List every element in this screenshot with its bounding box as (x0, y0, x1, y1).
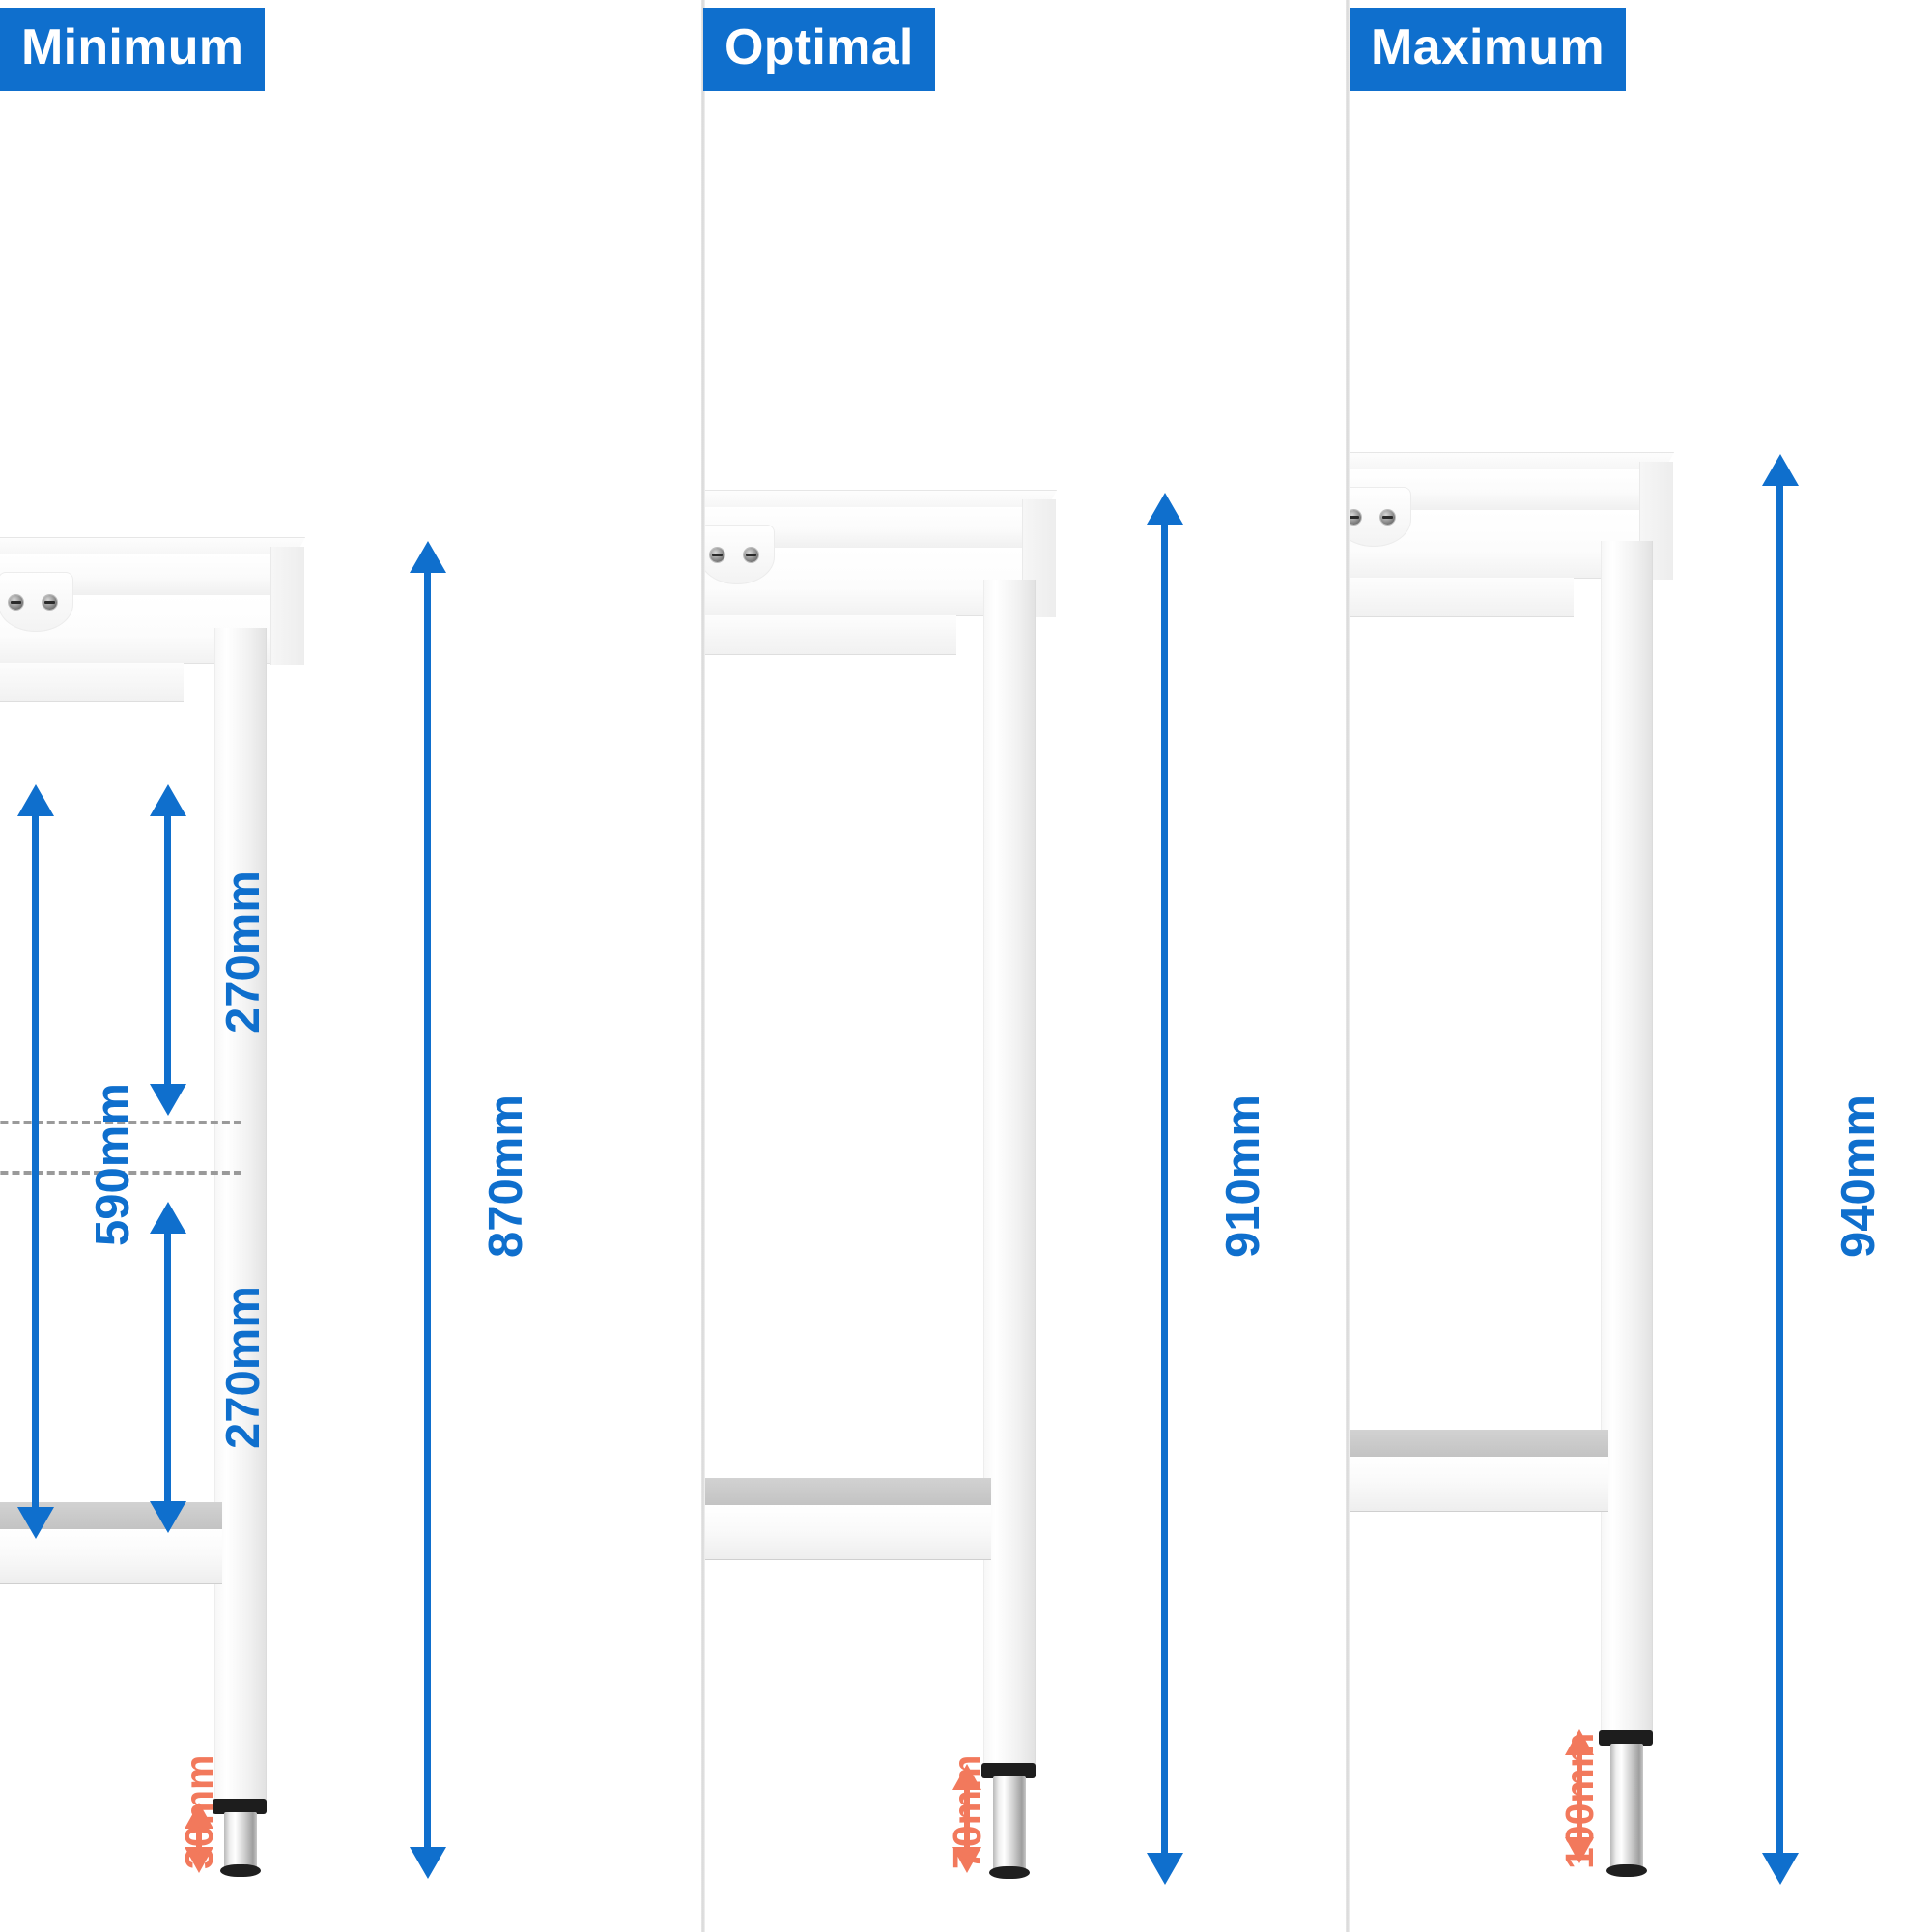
foot-base (220, 1864, 261, 1877)
panel-optimal: 910mm 70mm (703, 0, 1348, 1932)
screw-icon (43, 595, 57, 610)
dimension-label-270-lower: 270mm (217, 1286, 270, 1449)
apron-rail (703, 615, 956, 655)
leg-cap (1599, 1730, 1653, 1746)
lower-rail-top (703, 1478, 991, 1505)
dimension-label-870: 870mm (480, 1094, 532, 1258)
foot-base (989, 1866, 1030, 1879)
adjustable-foot (993, 1776, 1026, 1875)
dimension-label-270-upper: 270mm (217, 870, 270, 1034)
dashed-break-line (0, 1171, 242, 1175)
dimension-label-910: 910mm (1217, 1094, 1269, 1258)
apron-rail (0, 663, 184, 702)
apron-rail (1348, 578, 1574, 617)
dimension-label-940: 940mm (1833, 1094, 1885, 1258)
panel-maximum: 940mm 100mm (1348, 0, 1932, 1932)
corner-bracket (703, 525, 775, 584)
corner-bracket (1348, 487, 1411, 547)
adjustable-foot (224, 1812, 257, 1872)
panel-divider (1346, 0, 1350, 1932)
lower-rail-face (703, 1505, 991, 1560)
worktop-side-face (1022, 499, 1056, 557)
corner-bracket (0, 572, 73, 632)
table-leg (1601, 541, 1653, 1734)
table-leg (214, 628, 267, 1803)
table-leg (983, 580, 1036, 1767)
screw-icon (1348, 510, 1361, 525)
lower-rail-face (1348, 1457, 1608, 1512)
screw-icon (1380, 510, 1395, 525)
worktop-skirt-side (270, 603, 304, 665)
adjustable-foot (1610, 1744, 1643, 1873)
screw-icon (9, 595, 23, 610)
dimension-label-70: 70mm (945, 1754, 989, 1869)
badge-minimum: Minimum (0, 8, 266, 91)
foot-base (1606, 1864, 1647, 1877)
leg-cap (213, 1799, 267, 1814)
dashed-break-line (0, 1121, 242, 1124)
dimension-label-100: 100mm (1557, 1732, 1602, 1869)
screw-icon (744, 548, 758, 562)
dimension-label-590: 590mm (87, 1083, 139, 1246)
badge-maximum: Maximum (1350, 8, 1626, 91)
screw-icon (710, 548, 724, 562)
worktop-side-face (270, 547, 304, 605)
worktop-side-face (1639, 462, 1673, 520)
lower-rail-top (1348, 1430, 1608, 1457)
dimension-label-30: 30mm (177, 1754, 221, 1869)
panel-divider (701, 0, 705, 1932)
panel-minimum: 270mm 270mm 590mm 870mm 30mm (0, 0, 703, 1932)
leg-cap (981, 1763, 1036, 1778)
badge-optimal: Optimal (703, 8, 935, 91)
